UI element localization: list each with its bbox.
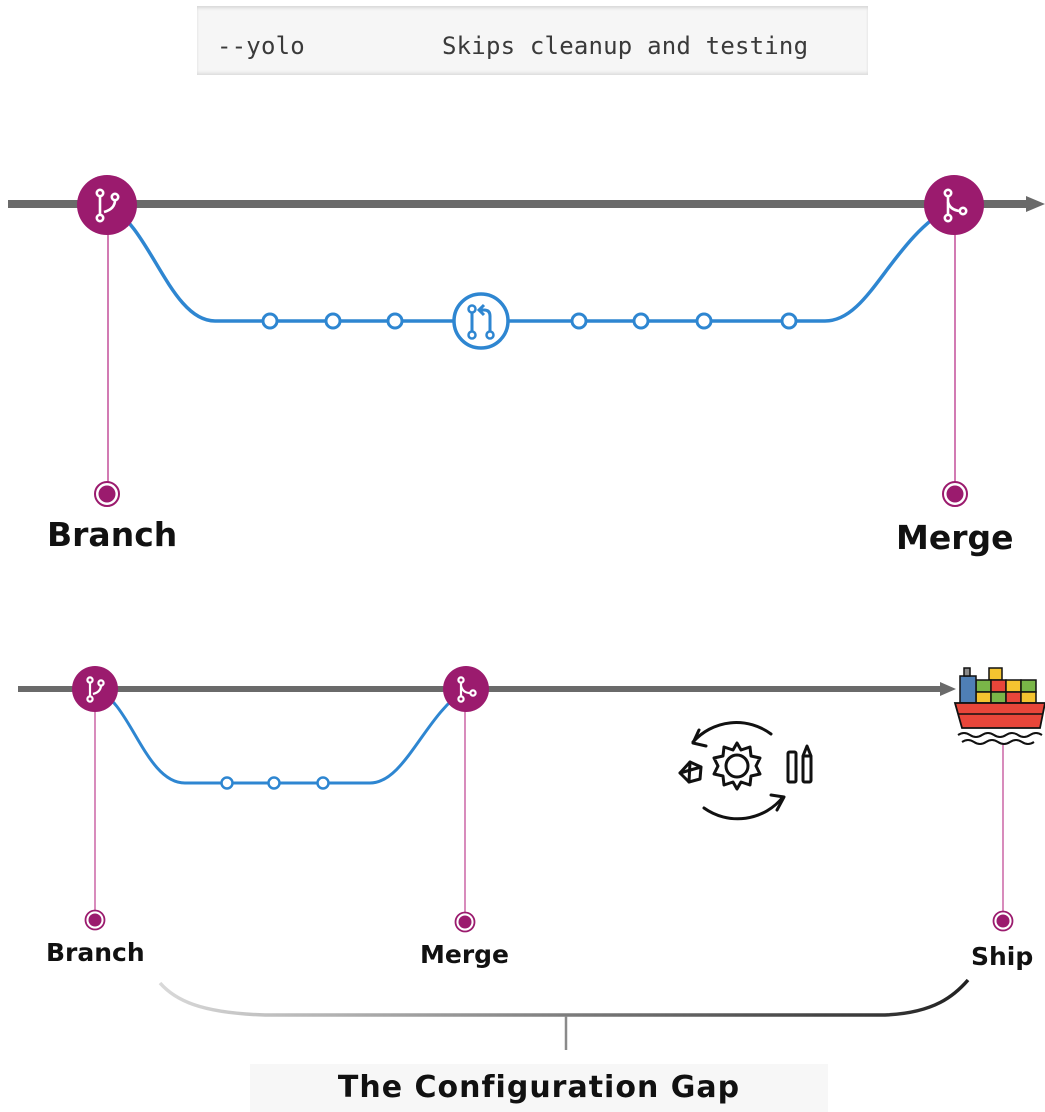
commit-dot (316, 776, 330, 790)
commit-dot (220, 776, 234, 790)
git-merge-icon (443, 666, 489, 712)
merge-pin-top (942, 481, 968, 507)
command-flag: --yolo (217, 32, 305, 60)
commit-dot (267, 776, 281, 790)
git-merge-icon (924, 175, 984, 235)
configuration-gap-title: The Configuration Gap (337, 1070, 741, 1105)
main-timeline-bottom-arrowhead (940, 682, 956, 696)
commit-dot (570, 312, 588, 330)
branch-label-top: Branch (47, 515, 178, 554)
command-box: --yolo Skips cleanup and testing (197, 6, 868, 75)
git-branch-icon (77, 175, 137, 235)
command-description: Skips cleanup and testing (442, 32, 809, 60)
commit-dot (632, 312, 650, 330)
pull-request-icon (452, 292, 510, 350)
commit-dot (780, 312, 798, 330)
configuration-gap-box: The Configuration Gap (250, 1064, 828, 1112)
commit-dots-top (261, 312, 798, 330)
commit-dot (695, 312, 713, 330)
commit-dots-bottom (220, 776, 330, 790)
branch-pin-top (94, 481, 120, 507)
ship-label: Ship (971, 942, 1034, 971)
merge-pin-bottom (454, 911, 476, 933)
main-timeline-top-arrowhead (1026, 196, 1045, 212)
branch-pin-bottom (84, 909, 106, 931)
commit-dot (324, 312, 342, 330)
branch-label-bottom: Branch (46, 938, 145, 967)
merge-label-bottom: Merge (420, 940, 510, 969)
ship-pin (992, 910, 1014, 932)
commit-dot (386, 312, 404, 330)
merge-label-top: Merge (896, 518, 1014, 557)
configuration-gap-bracket (158, 978, 970, 1017)
feature-branch-bottom (95, 688, 466, 785)
git-branch-icon (72, 666, 118, 712)
configuration-cycle-icon (678, 721, 813, 821)
feature-branch-top (107, 204, 953, 323)
cargo-ship-icon (953, 667, 1045, 745)
commit-dot (261, 312, 279, 330)
